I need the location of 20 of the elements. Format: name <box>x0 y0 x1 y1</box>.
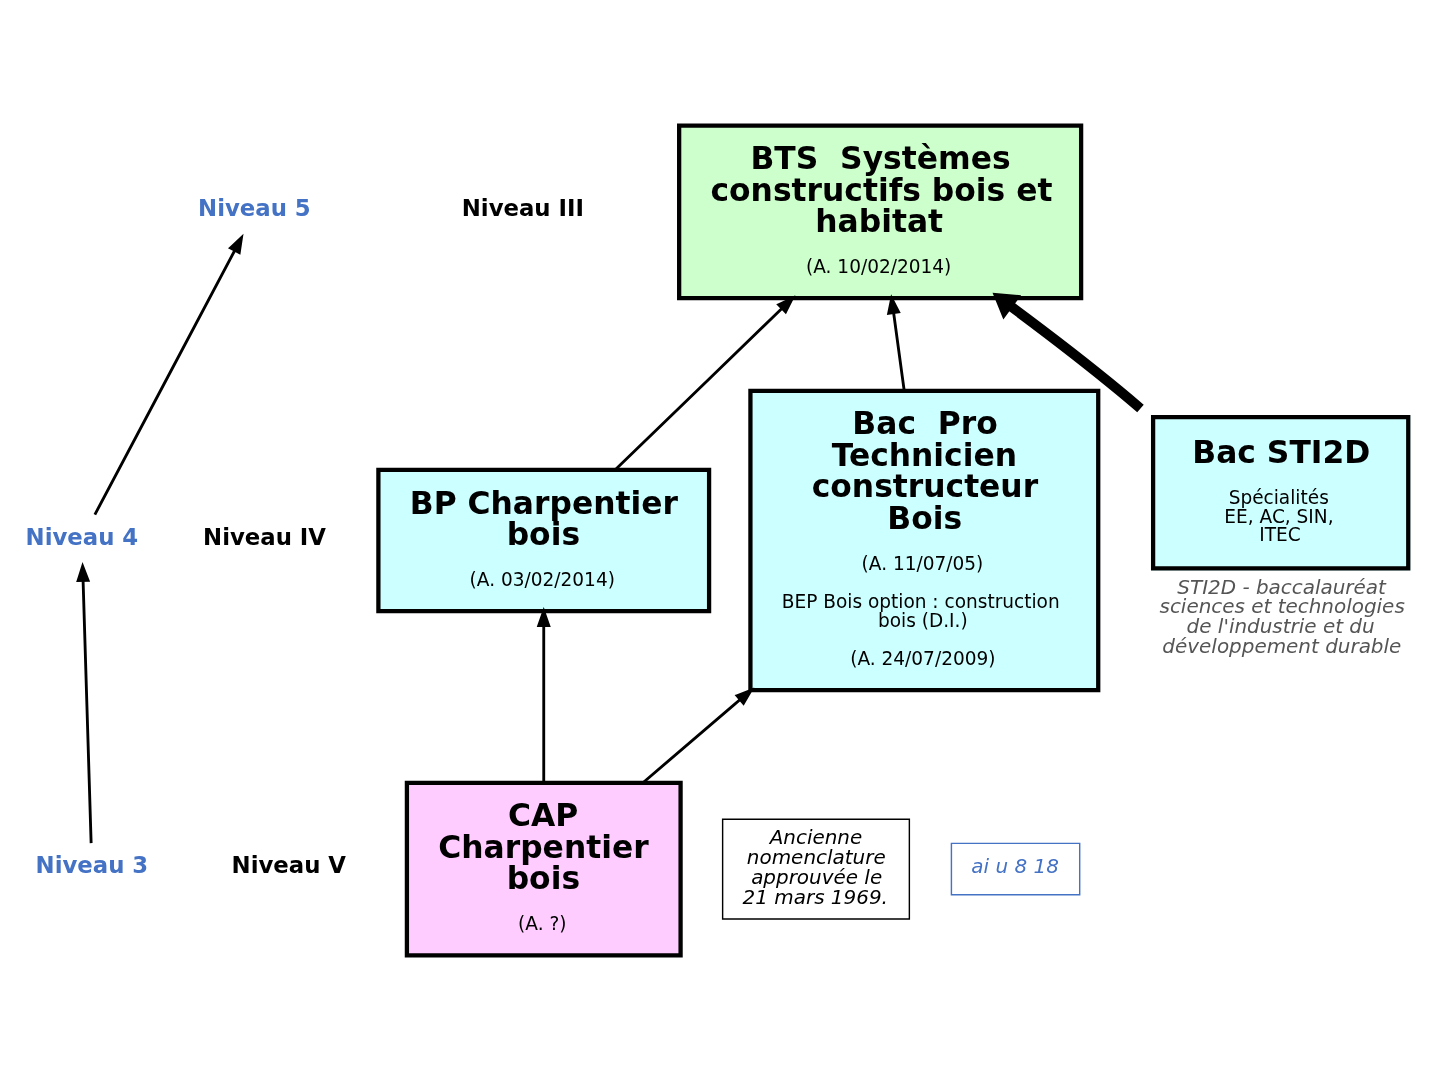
arrow <box>992 292 1144 413</box>
node-text: Niveau 3 <box>35 852 149 879</box>
node-text: Niveau 4 <box>25 523 139 550</box>
arrow <box>536 606 551 783</box>
arrow <box>76 561 93 844</box>
arrow <box>886 294 906 391</box>
node-box: CAP Charpentier bois (A. ?) <box>404 780 683 958</box>
node-box: Bac Pro Technicien constructeur Bois (A. 11/07/05) BEP Bois option : construction bois (D.I.) (A. 24/07/2009) <box>748 388 1101 693</box>
node-box: ai u 8 18 <box>950 842 1081 896</box>
node-label: STI2D - baccalauréat sciences et technologies de l'industrie et du développement durable <box>1159 574 1405 659</box>
arrow <box>642 687 755 784</box>
node-box: BTS Systèmes constructifs bois et habitat (A. 10/02/2014) <box>677 123 1084 301</box>
arrow <box>93 233 244 516</box>
node-box: BP Charpentier bois (A. 03/02/2014) <box>376 467 712 614</box>
node-box: Ancienne nomenclature approuvée le 21 mars 1969. <box>721 818 911 920</box>
node-text: Niveau IV <box>203 523 326 550</box>
node-text: Niveau 5 <box>198 194 311 221</box>
node-text: Niveau III <box>461 194 584 221</box>
node-text: Niveau V <box>231 852 346 879</box>
arrow <box>614 295 796 471</box>
